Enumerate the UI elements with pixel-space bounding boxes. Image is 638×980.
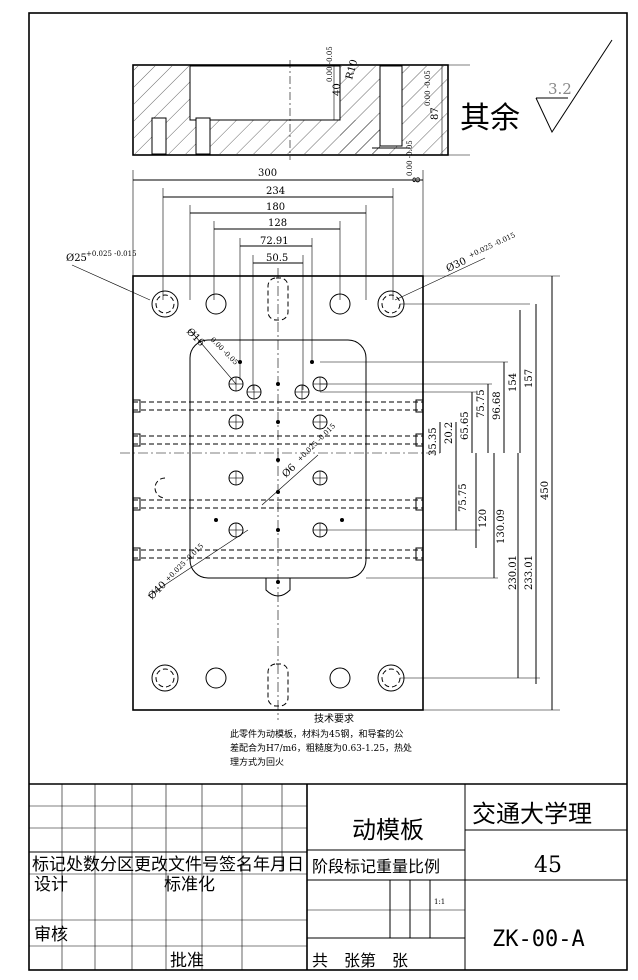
- sheet-count: 共 张第 张: [312, 951, 408, 970]
- label-review: 审核: [34, 925, 68, 945]
- tech-line-1: 此零件为动模板，材料为45钢，和导套的公: [230, 728, 403, 740]
- title-block: 动模板 交通大学理 45 ZK-00-A 1:1 标记处数分区更改文件号签名年月…: [29, 783, 627, 971]
- horizontal-dimensions: 300 234 180 128 72.91 50.5: [132, 168, 424, 390]
- dim-128: 128: [268, 218, 287, 229]
- section-screw-hole-left: [151, 117, 167, 155]
- callout-d6: Ø6: [280, 462, 298, 480]
- part-name: 动模板: [352, 816, 424, 844]
- dim-50-5: 50.5: [266, 253, 288, 264]
- material: 45: [534, 853, 562, 878]
- callout-d25-tol: +0.025 -0.015: [86, 250, 137, 258]
- dim-300: 300: [258, 168, 277, 179]
- dim-r10: R10: [344, 58, 360, 80]
- tech-title: 技术要求: [314, 712, 354, 725]
- tech-line-2: 差配合为H7/m6，粗糙度为0.63-1.25，热处: [230, 742, 412, 754]
- sprue-slot-bottom: [267, 663, 289, 707]
- dim-72-91: 72.91: [260, 236, 289, 247]
- callout-d25: Ø25: [66, 253, 87, 264]
- dim-154: 154: [508, 373, 519, 392]
- screw-hole-2: [329, 293, 351, 315]
- vertical-dimensions: 450 157 154 96.68 75.75 65.65 20.2 35.35…: [320, 275, 560, 711]
- dim-8-tol: 0.00 -0.05: [406, 140, 414, 176]
- roughness-symbol: 其余 3.2: [460, 39, 613, 136]
- dim-35-35: 35.35: [428, 427, 439, 456]
- dim-87: 87: [430, 107, 441, 120]
- guide-hole-tl: [151, 290, 179, 318]
- ejector-holes: [228, 376, 328, 538]
- roughness-value: 3.2: [548, 80, 572, 98]
- sheet-border: [28, 12, 628, 971]
- callout-d30: Ø30: [445, 256, 469, 275]
- gate-notch: [265, 578, 291, 597]
- dim-65-65: 65.65: [460, 411, 471, 440]
- guide-hole-bl: [151, 664, 179, 692]
- dim-96-68: 96.68: [492, 391, 503, 420]
- sprue-slot-top: [267, 277, 289, 321]
- row-headers: 标记处数分区更改文件号签名年月日: [32, 855, 304, 875]
- label-design: 设计: [34, 875, 68, 895]
- dim-120: 120: [478, 509, 489, 528]
- section-guide-hole: [379, 65, 403, 147]
- section-screw-hole-mid: [195, 117, 211, 155]
- tech-line-3: 理方式为回火: [230, 756, 284, 768]
- dim-157: 157: [524, 369, 535, 388]
- dim-233-01: 233.01: [524, 555, 535, 590]
- dim-8: 8: [412, 177, 423, 183]
- screw-hole-3: [205, 667, 227, 689]
- section-pocket: [189, 65, 341, 121]
- dim-230-01: 230.01: [508, 555, 519, 590]
- screw-hole-4: [329, 667, 351, 689]
- label-approve: 批准: [170, 951, 204, 971]
- dim-234: 234: [266, 186, 285, 197]
- drawing-number: ZK-00-A: [492, 927, 585, 952]
- callout-d40: Ø40: [146, 580, 169, 603]
- roughness-label: 其余: [460, 101, 520, 136]
- callout-d30-tol: +0.025 -0.015: [467, 231, 516, 260]
- screw-hole-1: [205, 293, 227, 315]
- dim-75-75b: 75.75: [458, 483, 469, 512]
- section-outline: [132, 64, 449, 156]
- dim-40: 40: [332, 83, 343, 96]
- dim-130-09: 130.09: [496, 509, 507, 544]
- dim-180: 180: [266, 202, 285, 213]
- section-view: R10 40 0.00 -0.05 87 0.00 -0.05: [132, 46, 470, 160]
- dim-20-2: 20.2: [444, 422, 455, 444]
- tol-87: 0.00 -0.05: [424, 70, 432, 106]
- dim-75-75a: 75.75: [476, 389, 487, 418]
- dim-450: 450: [540, 481, 551, 500]
- stage-mark-row: 阶段标记重量比例: [312, 857, 440, 876]
- label-standardize: 标准化: [164, 875, 215, 895]
- scale: 1:1: [434, 898, 445, 906]
- plan-view: [120, 268, 440, 720]
- tol-40: 0.00 -0.05: [326, 46, 334, 82]
- school-name: 交通大学理: [472, 800, 592, 828]
- tech-requirements: 技术要求 此零件为动模板，材料为45钢，和导套的公 差配合为H7/m6，粗糙度为…: [230, 712, 412, 768]
